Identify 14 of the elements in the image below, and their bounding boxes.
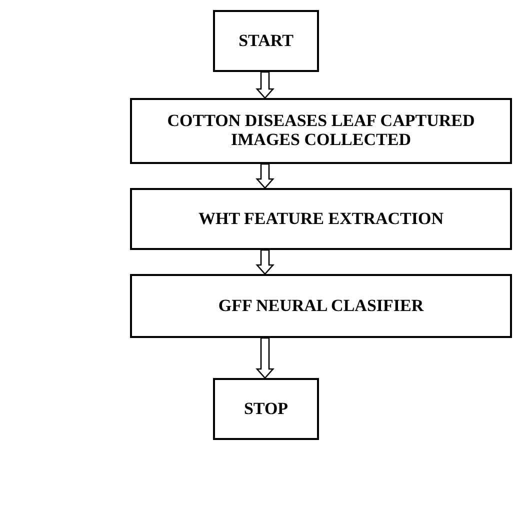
box-label: WHT FEATURE EXTRACTION — [198, 210, 444, 228]
process-box — [130, 98, 512, 164]
process-box — [213, 378, 319, 440]
process-box — [130, 188, 512, 250]
hollow-arrow — [256, 163, 274, 189]
box-label: COTTON DISEASES LEAF CAPTURED IMAGES COLLECTED — [166, 112, 476, 150]
hollow-arrow — [256, 71, 274, 99]
hollow-arrow — [256, 249, 274, 275]
process-box — [213, 10, 319, 72]
box-label: GFF NEURAL CLASIFIER — [218, 296, 424, 316]
hollow-arrow — [256, 337, 274, 379]
process-box — [130, 274, 512, 338]
box-label: STOP — [244, 400, 288, 418]
box-label: START — [238, 32, 294, 50]
